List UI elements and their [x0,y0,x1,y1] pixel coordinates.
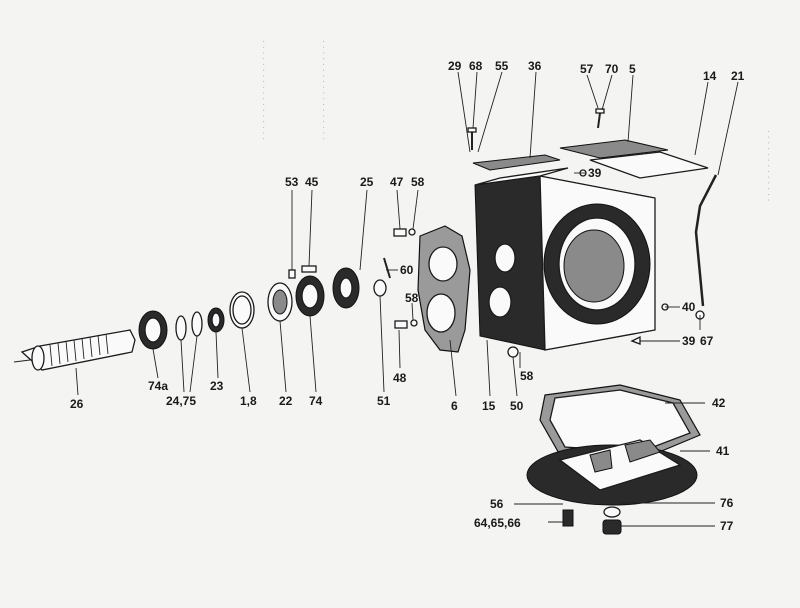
pin-60 [383,257,391,279]
plug-64-65-66 [562,509,574,527]
label-25: 25 [360,175,374,189]
label-22: 22 [279,394,293,408]
label-51: 51 [377,394,391,408]
rings-24-75 [175,311,203,341]
screw-70 [595,108,605,129]
part-39b [630,335,641,345]
label-58-mid: 58 [405,291,419,305]
label-55: 55 [495,59,509,73]
label-53: 53 [285,175,299,189]
label-45: 45 [305,175,319,189]
gear-25 [332,267,360,309]
label-58-bottom: 58 [520,369,534,383]
bleed-through-text: . . . . . . . . . . . . . [765,130,775,202]
bleed-through-text: . . . . . . . . . . . . . . . . . . [320,40,330,141]
cover-36 [472,154,561,171]
label-29: 29 [448,59,462,73]
label-5: 5 [629,62,636,76]
label-56: 56 [490,497,504,511]
label-74: 74 [309,394,323,408]
label-39-top: 39 [588,166,602,180]
ring-51 [373,279,387,297]
ring-1-8 [229,291,255,329]
bolt-47 [393,228,416,237]
part-labels: 29 68 55 36 57 70 5 14 21 53 45 25 47 58… [70,59,745,533]
oil-pan-41 [526,439,698,506]
label-64-65-66: 64,65,66 [474,516,521,530]
label-50: 50 [510,399,524,413]
bolt-45 [301,265,317,273]
ring-76 [603,506,621,518]
label-42: 42 [712,396,726,410]
label-70: 70 [605,62,619,76]
bolt-48 [394,319,418,329]
label-36: 36 [528,59,542,73]
label-24-75: 24,75 [166,394,196,408]
label-76: 76 [720,496,734,510]
label-21: 21 [731,69,745,83]
part-50 [507,346,519,358]
bearing-74 [295,275,325,317]
screw-53 [288,269,296,279]
part-23 [207,307,225,333]
bleed-through-text: . . . . . . . . . . . . . . . . . . [260,40,270,141]
label-74a: 74a [148,379,168,393]
label-39-bottom: 39 [682,334,696,348]
screw-68 [467,127,477,150]
label-23: 23 [210,379,224,393]
label-58-top: 58 [411,175,425,189]
ring-22 [267,282,293,322]
label-15: 15 [482,399,496,413]
gasket-6 [417,225,471,353]
label-68: 68 [469,59,483,73]
label-1-8: 1,8 [240,394,257,408]
plug-77 [602,519,622,535]
label-60: 60 [400,263,414,277]
label-77: 77 [720,519,734,533]
label-41: 41 [716,444,730,458]
cover-5 [559,139,669,159]
housing-15 [474,167,656,351]
gasket-42 [539,384,701,461]
bearing-74a [138,310,168,350]
label-6: 6 [451,399,458,413]
label-40: 40 [682,300,696,314]
shaft-26 [13,329,136,371]
gasket-14 [589,151,709,179]
leader-lines [75,71,739,527]
label-14: 14 [703,69,717,83]
label-48: 48 [393,371,407,385]
label-67: 67 [700,334,714,348]
rod-21 [694,174,718,307]
label-47: 47 [390,175,404,189]
label-57: 57 [580,62,594,76]
label-26: 26 [70,397,84,411]
